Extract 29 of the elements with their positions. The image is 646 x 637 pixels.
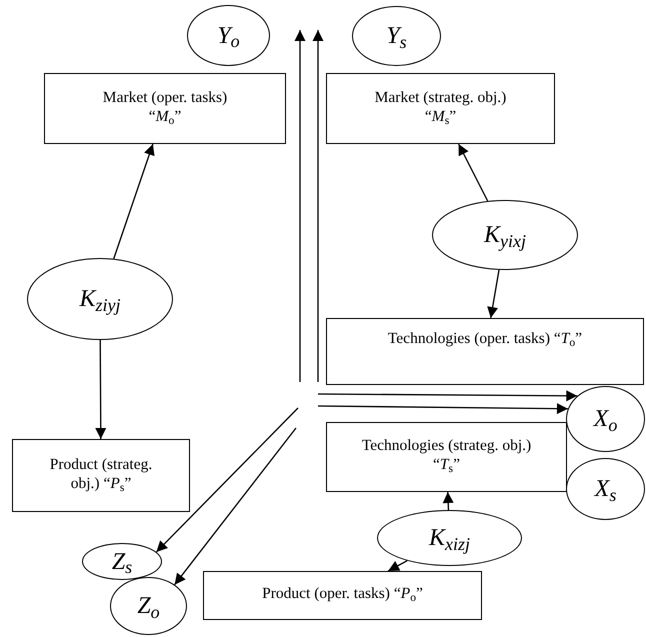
process-box bbox=[203, 571, 482, 620]
variable-symbol: X$_{o}$ bbox=[594, 407, 618, 431]
process-box bbox=[12, 439, 190, 512]
variable-symbol: Y$_{s}$ bbox=[386, 24, 407, 48]
variable-symbol: X$_{s}$ bbox=[594, 477, 616, 501]
arrow bbox=[156, 408, 298, 552]
arrow bbox=[442, 492, 454, 510]
variable-symbol: Z$_{s}$ bbox=[112, 550, 132, 574]
process-box bbox=[326, 422, 567, 492]
box-text: Market (oper. tasks) “M$_{o}$” bbox=[102, 88, 228, 126]
arrow bbox=[113, 144, 155, 259]
box-text: Technologies (oper. tasks) “T$_{o}$” bbox=[388, 329, 582, 348]
arrow bbox=[174, 428, 297, 586]
box-text: Product (oper. tasks) “P$_{o}$” bbox=[262, 584, 423, 603]
process-box bbox=[326, 73, 555, 144]
arrow bbox=[318, 390, 578, 402]
variable-ellipse bbox=[82, 543, 162, 580]
arrow bbox=[318, 403, 568, 414]
arrow bbox=[487, 270, 500, 318]
box-text: Market (strateg. obj.) “M$_{s}$” bbox=[374, 88, 508, 126]
arrow bbox=[458, 144, 488, 202]
variable-symbol: Y$_{o}$ bbox=[217, 24, 240, 48]
variable-symbol: Z$_{o}$ bbox=[137, 594, 160, 618]
box-text: Product (strateg. obj.) “P$_{s}$” bbox=[48, 455, 154, 493]
box-text: Technologies (strateg. obj.) “T$_{s}$” bbox=[360, 436, 532, 474]
process-box bbox=[326, 318, 644, 385]
arrow bbox=[95, 340, 106, 439]
arrow bbox=[388, 560, 408, 572]
process-box bbox=[44, 73, 286, 144]
